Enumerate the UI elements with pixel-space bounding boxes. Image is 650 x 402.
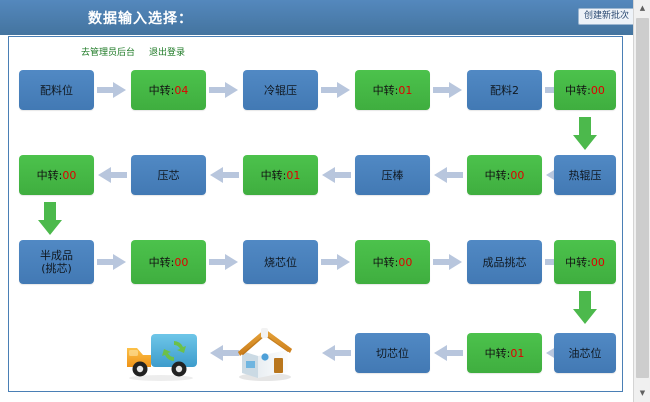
node-label: 中转:01 xyxy=(260,168,301,182)
node-value: 00 xyxy=(590,83,605,97)
node-row2-reguanya[interactable]: 热辊压 xyxy=(554,155,616,195)
node-value: 04 xyxy=(174,83,189,97)
node-row1-zhongzhuan-00[interactable]: 中转:00 xyxy=(554,70,616,110)
house-icon xyxy=(234,325,296,383)
node-label: 中转:04 xyxy=(148,83,189,97)
node-value: 01 xyxy=(398,83,413,97)
node-label: 中转:00 xyxy=(565,83,605,97)
flow-panel: 去管理员后台 退出登录 配料位 中转:04 冷辊压 中转:01 配料2 xyxy=(8,36,623,392)
node-label: 中转:01 xyxy=(484,346,525,360)
node-sublabel: (挑芯) xyxy=(41,262,72,275)
node-label: 热辊压 xyxy=(568,168,602,182)
node-value: 01 xyxy=(510,346,525,360)
node-label: 烧芯位 xyxy=(264,255,297,269)
node-label: 半成品 xyxy=(40,249,73,262)
node-label: 油芯位 xyxy=(568,346,602,360)
node-row4-zhongzhuan-01[interactable]: 中转:01 xyxy=(467,333,542,373)
node-row3-chengpintiaoxin[interactable]: 成品挑芯 xyxy=(467,240,542,284)
node-row2-yaxin[interactable]: 压芯 xyxy=(131,155,206,195)
node-row3-shaoxinwei[interactable]: 烧芯位 xyxy=(243,240,318,284)
node-label: 配料2 xyxy=(490,83,519,97)
node-row3-zhongzhuan-00c[interactable]: 中转:00 xyxy=(554,240,616,284)
node-label: 压棒 xyxy=(381,168,404,182)
node-label: 切芯位 xyxy=(376,346,409,360)
node-row1-peiliaowei[interactable]: 配料位 xyxy=(19,70,94,110)
node-row1-peiliao2[interactable]: 配料2 xyxy=(467,70,542,110)
node-label: 中转:00 xyxy=(372,255,413,269)
node-row2-zhongzhuan-00b[interactable]: 中转:00 xyxy=(467,155,542,195)
node-value: 00 xyxy=(590,255,605,269)
node-label: 成品挑芯 xyxy=(482,255,527,269)
delivery-truck-icon xyxy=(121,327,201,382)
node-label: 压芯 xyxy=(157,168,180,182)
node-label: 冷辊压 xyxy=(264,83,297,97)
node-value: 00 xyxy=(398,255,413,269)
scroll-down-icon[interactable]: ▼ xyxy=(634,385,650,402)
page-title: 数据输入选择： xyxy=(88,11,193,27)
node-label: 配料位 xyxy=(40,83,73,97)
node-label: 中转:00 xyxy=(148,255,189,269)
node-row1-zhongzhuan-04[interactable]: 中转:04 xyxy=(131,70,206,110)
node-label: 中转:00 xyxy=(565,255,605,269)
node-row3-banchengpin[interactable]: 半成品 (挑芯) xyxy=(19,240,94,284)
link-logout[interactable]: 退出登录 xyxy=(149,48,186,58)
node-value: 00 xyxy=(62,168,77,182)
page-header: 数据输入选择： 创建新批次 xyxy=(0,0,650,35)
scrollbar-thumb[interactable] xyxy=(636,18,649,378)
node-row2-zhongzhuan-00a[interactable]: 中转:00 xyxy=(19,155,94,195)
node-value: 00 xyxy=(510,168,525,182)
node-row2-zhongzhuan-01[interactable]: 中转:01 xyxy=(243,155,318,195)
node-label: 中转:00 xyxy=(484,168,525,182)
node-row4-qiexinwei[interactable]: 切芯位 xyxy=(355,333,430,373)
vertical-scrollbar[interactable]: ▲ ▼ xyxy=(633,0,650,402)
node-row3-zhongzhuan-00a[interactable]: 中转:00 xyxy=(131,240,206,284)
node-value: 00 xyxy=(174,255,189,269)
node-row4-youxinwei[interactable]: 油芯位 xyxy=(554,333,616,373)
node-label: 中转:00 xyxy=(36,168,77,182)
create-new-batch-button[interactable]: 创建新批次 xyxy=(577,8,635,25)
link-admin-backend[interactable]: 去管理员后台 xyxy=(81,48,136,58)
node-row3-zhongzhuan-00b[interactable]: 中转:00 xyxy=(355,240,430,284)
node-label: 中转:01 xyxy=(372,83,413,97)
node-row2-yabang[interactable]: 压棒 xyxy=(355,155,430,195)
node-row1-zhongzhuan-01[interactable]: 中转:01 xyxy=(355,70,430,110)
quick-links: 去管理员后台 退出登录 xyxy=(81,45,199,58)
node-row1-lenggunya[interactable]: 冷辊压 xyxy=(243,70,318,110)
scroll-up-icon[interactable]: ▲ xyxy=(634,0,650,17)
node-value: 01 xyxy=(286,168,301,182)
